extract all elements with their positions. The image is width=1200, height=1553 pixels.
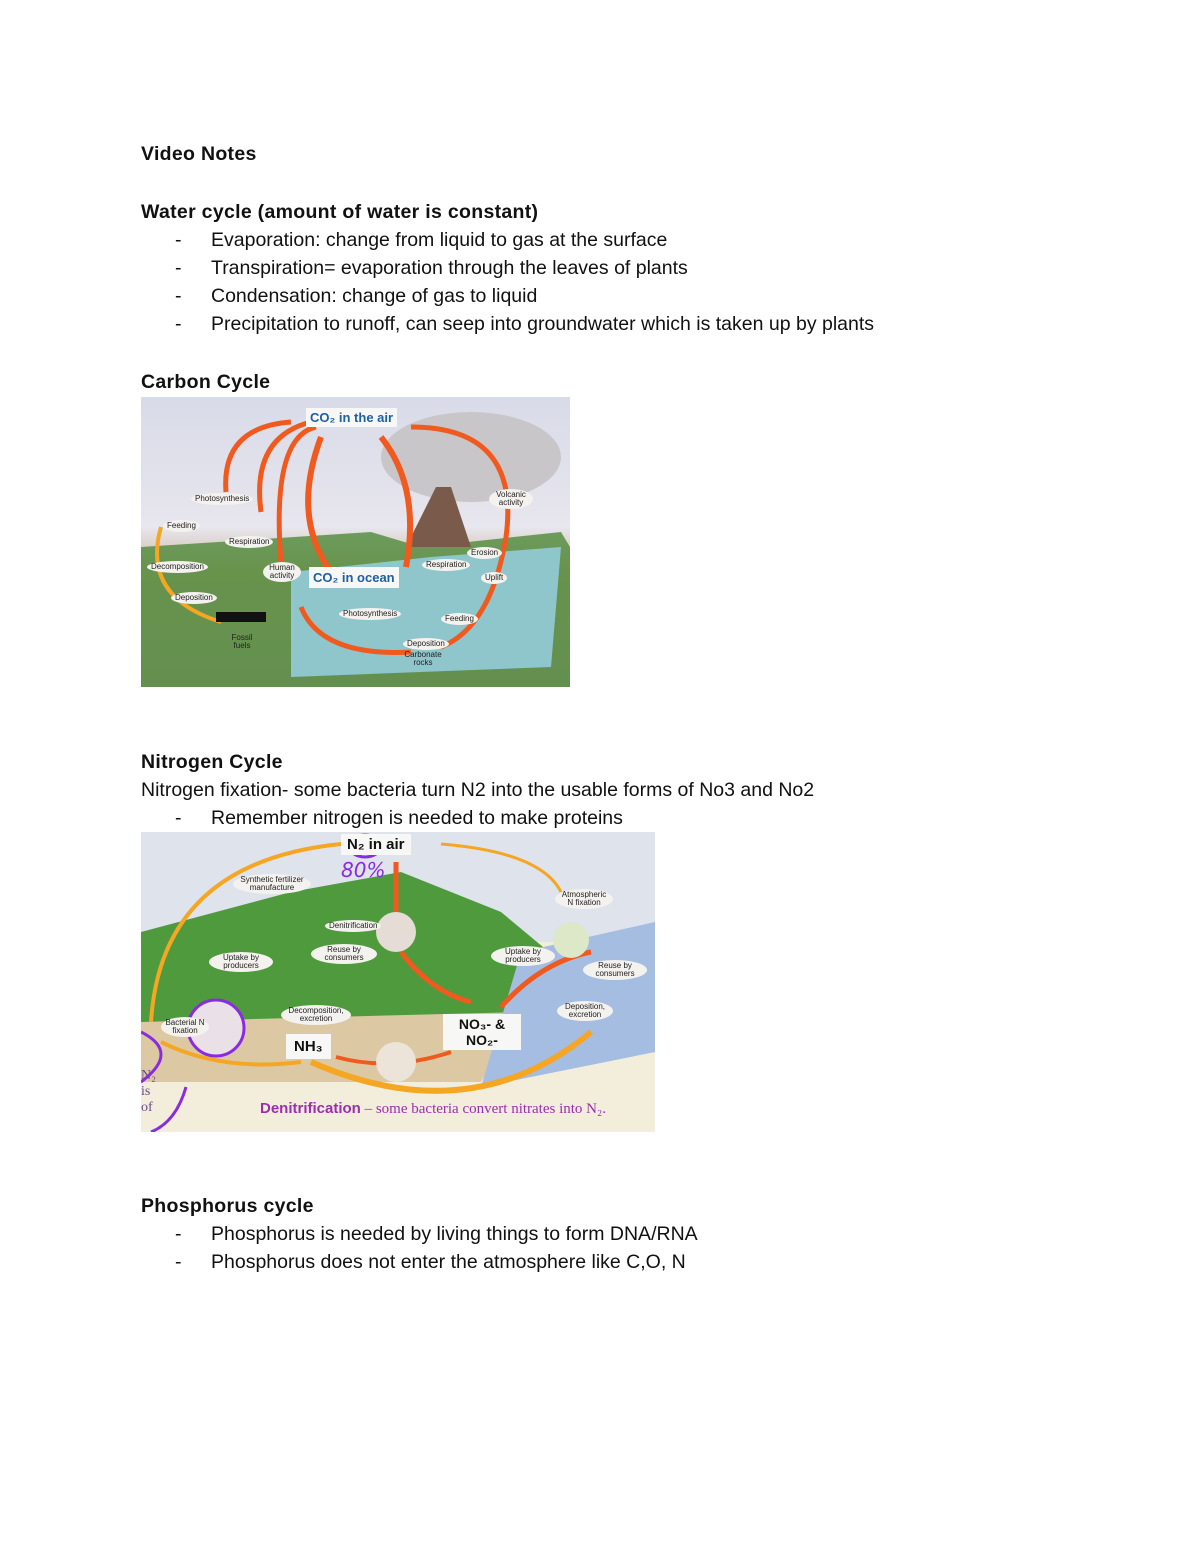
carbon-cycle-heading: Carbon Cycle	[141, 371, 271, 393]
list-item-text: Phosphorus is needed by living things to…	[211, 1223, 698, 1245]
diagram-label: Photosynthesis	[191, 493, 254, 505]
phosphorus-cycle-heading: Phosphorus cycle	[141, 1195, 314, 1217]
diagram-label: Uptake by producers	[491, 946, 555, 966]
nitrogen-arrows	[141, 832, 655, 1132]
list-item-text: Phosphorus does not enter the atmosphere…	[211, 1251, 686, 1273]
water-cycle-heading: Water cycle (amount of water is constant…	[141, 201, 539, 223]
nitrogen-cycle-heading: Nitrogen Cycle	[141, 751, 283, 773]
page-title: Video Notes	[141, 143, 257, 165]
diagram-label: Respiration	[225, 536, 274, 548]
diagram-label: Uplift	[481, 572, 508, 584]
list-item: -Condensation: change of gas to liquid	[175, 285, 538, 307]
carbon-arrows	[141, 412, 570, 687]
handwritten-annotation: 80%	[341, 858, 386, 882]
co2-air-label: CO₂ in the air	[306, 408, 398, 427]
list-item-text: Evaporation: change from liquid to gas a…	[211, 229, 668, 251]
carbon-cycle-diagram: CO₂ in the air CO₂ in ocean Photosynthes…	[141, 397, 570, 687]
diagram-label: Deposition	[171, 592, 217, 604]
diagram-label: Denitrification	[325, 920, 382, 932]
diagram-label: Decomposition	[147, 561, 208, 573]
caption-text: – some bacteria convert nitrates into N₂…	[360, 1101, 606, 1117]
diagram-label: Feeding	[441, 613, 478, 625]
list-item-text: Condensation: change of gas to liquid	[211, 285, 538, 307]
diagram-label: Synthetic fertilizer manufacture	[233, 874, 311, 894]
diagram-label: Uptake by producers	[209, 952, 273, 972]
list-item: -Phosphorus is needed by living things t…	[175, 1223, 698, 1245]
nitrogen-cycle-diagram: N₂ in air 80% NH₃ NO₃- & NO₂- Synthetic …	[141, 832, 655, 1132]
no3-no2-label: NO₃- & NO₂-	[443, 1014, 521, 1050]
diagram-label: Carbonate rocks	[404, 650, 442, 667]
list-item-text: Remember nitrogen is needed to make prot…	[211, 807, 623, 829]
diagram-label: Bacterial N fixation	[161, 1017, 209, 1037]
diagram-label: Deposition, excretion	[557, 1001, 613, 1021]
diagram-label: Respiration	[422, 559, 471, 571]
nh3-label: NH₃	[286, 1034, 331, 1059]
list-item-text: Precipitation to runoff, can seep into g…	[211, 313, 875, 335]
n2-air-label: N₂ in air	[341, 834, 411, 855]
diagram-label: Reuse by consumers	[311, 944, 377, 964]
diagram-label: Human activity	[263, 562, 301, 582]
cropped-side-text: N₂ is of	[141, 1068, 156, 1115]
caption-term: Denitrification	[260, 1100, 361, 1117]
list-item-text: Transpiration= evaporation through the l…	[211, 257, 688, 279]
co2-ocean-label: CO₂ in ocean	[309, 567, 399, 588]
list-item: -Phosphorus does not enter the atmospher…	[175, 1251, 686, 1273]
denitrification-caption: Denitrification – some bacteria convert …	[213, 1100, 653, 1118]
diagram-label: Volcanic activity	[489, 489, 533, 509]
diagram-label: Atmospheric N fixation	[555, 889, 613, 909]
diagram-label: Erosion	[467, 547, 503, 559]
diagram-label: Decomposition, excretion	[281, 1005, 351, 1025]
diagram-label: Reuse by consumers	[583, 960, 647, 980]
diagram-label: Photosynthesis	[339, 608, 402, 620]
list-item: -Remember nitrogen is needed to make pro…	[175, 807, 623, 829]
list-item: -Precipitation to runoff, can seep into …	[175, 313, 875, 335]
list-item: -Transpiration= evaporation through the …	[175, 257, 688, 279]
diagram-label: Feeding	[163, 520, 200, 532]
diagram-label: Deposition	[403, 638, 449, 650]
diagram-label: Fossil fuels	[231, 633, 253, 650]
nitrogen-fixation-text: Nitrogen fixation- some bacteria turn N2…	[141, 779, 815, 801]
list-item: -Evaporation: change from liquid to gas …	[175, 229, 668, 251]
